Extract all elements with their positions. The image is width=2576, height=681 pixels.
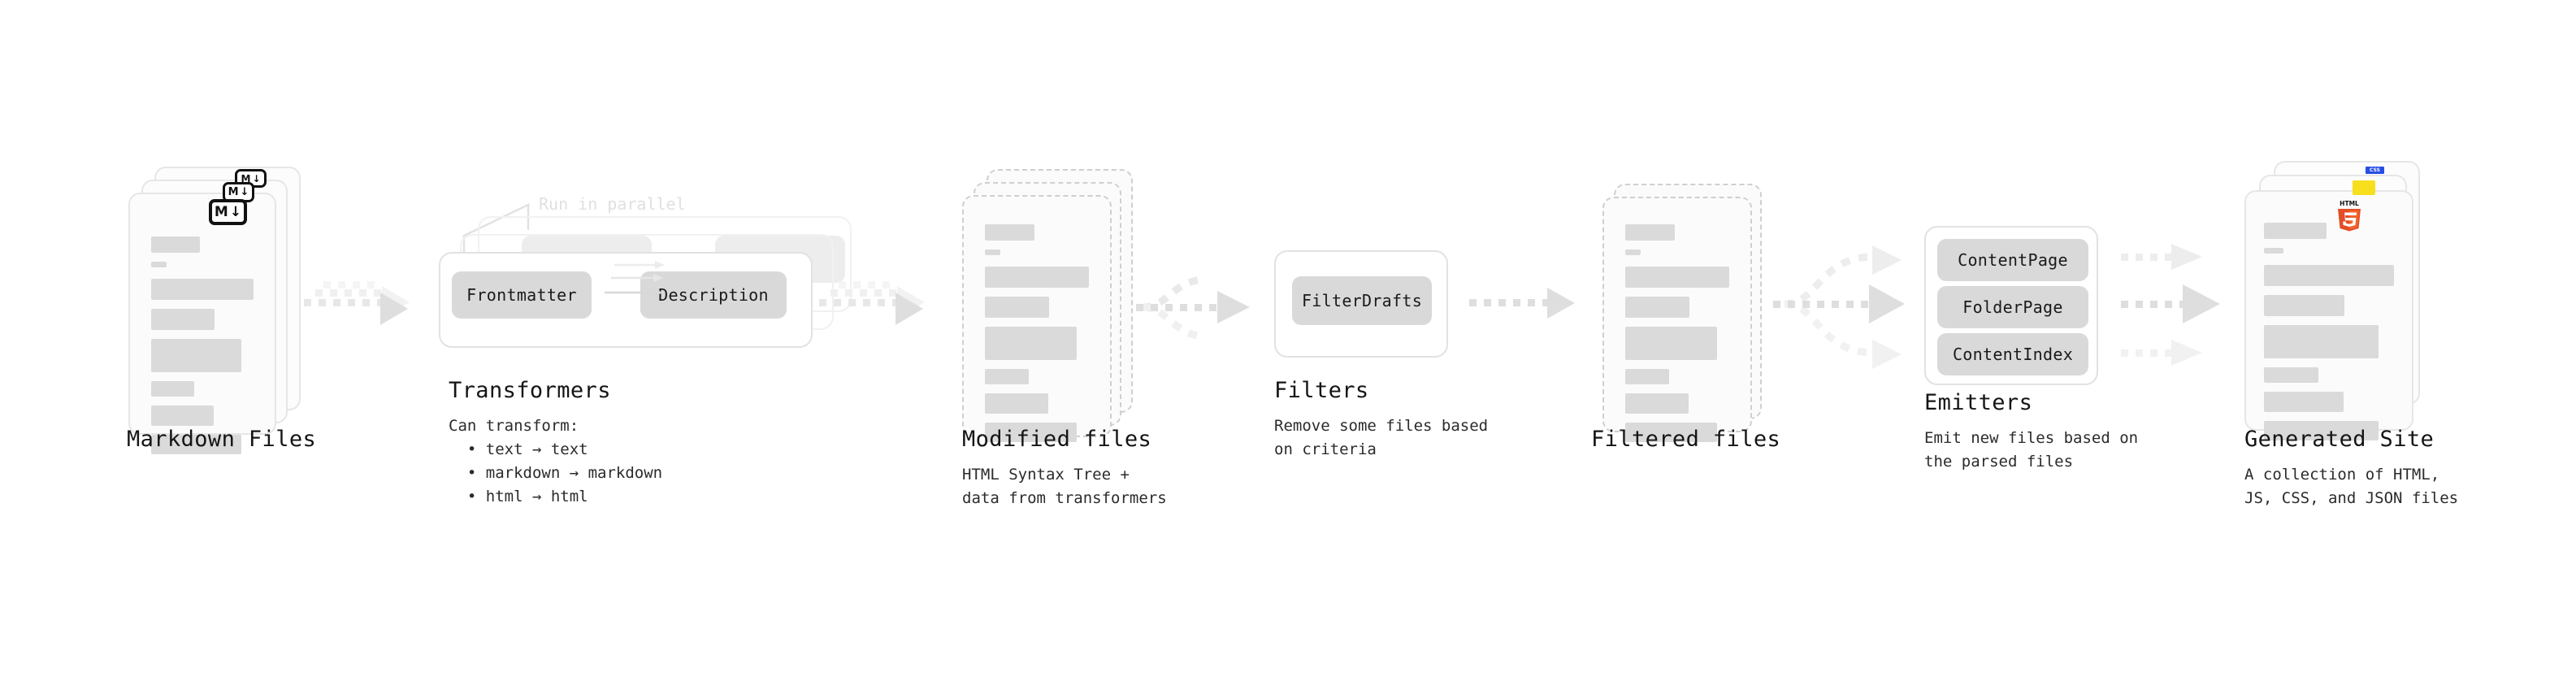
skeleton-bar xyxy=(151,381,194,397)
generated-site-caption: Generated Site xyxy=(2244,427,2435,452)
arrow-emitters-to-site xyxy=(2121,244,2220,366)
filters-description: Remove some files based on criteria xyxy=(1274,417,1489,458)
svg-text:HTML: HTML xyxy=(2340,200,2359,207)
skeleton-bar xyxy=(2264,325,2379,358)
skeleton-bar xyxy=(151,236,201,253)
skeleton-bar xyxy=(985,327,1077,360)
skeleton-bar xyxy=(1625,393,1689,414)
emitter-pill-contentindex[interactable]: ContentIndex xyxy=(1937,333,2088,375)
skeleton-bar xyxy=(151,406,214,426)
filter-pill-filterdrafts[interactable]: FilterDrafts xyxy=(1292,276,1432,325)
generated-site-description: A collection of HTML, JS, CSS, and JSON … xyxy=(2244,466,2459,507)
markdown-files-stack: M↓ M↓ M↓ xyxy=(128,167,303,454)
modified-files-description: HTML Syntax Tree + data from transformer… xyxy=(962,466,1167,507)
site-card-front xyxy=(2244,190,2413,440)
skeleton-bar xyxy=(2264,421,2379,440)
skeleton-bar xyxy=(985,369,1029,384)
markdown-badge-letter: M xyxy=(241,172,251,184)
skeleton-bar xyxy=(2264,295,2345,316)
skeleton-bar xyxy=(985,297,1050,318)
skeleton-bar xyxy=(2264,223,2327,239)
emitter-pill-folderpage[interactable]: FolderPage xyxy=(1937,286,2088,328)
skeleton-bar xyxy=(985,393,1049,414)
skeleton-bar xyxy=(151,279,254,300)
transformer-pill-frontmatter[interactable]: Frontmatter xyxy=(452,271,592,319)
filtered-files-caption: Filtered files xyxy=(1591,427,1781,452)
skeleton-bar xyxy=(1625,327,1717,360)
markdown-badge: M↓ xyxy=(209,199,247,225)
transformers-caption: Transformers xyxy=(449,378,611,403)
arrow-filtered-to-emitters xyxy=(1773,245,1905,369)
css-badge: CSS xyxy=(2366,167,2384,174)
markdown-badge-letter: M xyxy=(214,203,228,220)
modified-files-caption: Modified files xyxy=(962,427,1152,452)
arrow-transformers-to-modified xyxy=(819,281,925,325)
modified-card-front xyxy=(962,195,1112,442)
skeleton-bar xyxy=(2264,367,2319,383)
skeleton-bar xyxy=(985,224,1035,241)
skeleton-bar xyxy=(1625,267,1729,288)
emitters-caption: Emitters xyxy=(1924,390,2033,415)
modified-files-stack xyxy=(962,169,1137,442)
filtered-card-front xyxy=(1602,197,1752,442)
arrow-modified-to-filters xyxy=(1136,275,1250,340)
emitters-group: ContentPage FolderPage ContentIndex xyxy=(1924,226,2098,385)
arrow-filters-to-filtered xyxy=(1469,288,1575,319)
generated-site-stack: CSS HTML xyxy=(2244,161,2431,440)
markdown-badge-arrow: ↓ xyxy=(229,203,242,220)
emitters-description: Emit new files based on the parsed files xyxy=(1924,429,2139,471)
skeleton-bar xyxy=(151,262,167,267)
skeleton-bar xyxy=(1625,224,1676,241)
skeleton-bar xyxy=(151,309,215,330)
skeleton-bar xyxy=(2264,248,2283,254)
css-badge-label: CSS xyxy=(2370,167,2380,173)
html5-badge: HTML xyxy=(2338,200,2361,232)
skeleton-bar xyxy=(1625,249,1641,255)
markdown-card-front xyxy=(128,193,276,454)
skeleton-bar xyxy=(151,435,241,454)
markdown-files-caption: Markdown Files xyxy=(127,427,317,452)
markdown-badge-letter: M xyxy=(228,186,239,198)
emitter-pill-contentpage[interactable]: ContentPage xyxy=(1937,239,2088,281)
transformer-pill-description[interactable]: Description xyxy=(640,271,787,319)
filtered-files-stack xyxy=(1602,184,1777,444)
skeleton-bar xyxy=(1625,423,1717,442)
transformers-description: Can transform: • text → text • markdown … xyxy=(449,417,663,505)
skeleton-bar xyxy=(2264,265,2394,286)
run-in-parallel-label: Run in parallel xyxy=(539,194,686,214)
skeleton-bar xyxy=(1625,297,1690,318)
skeleton-bar xyxy=(985,267,1089,288)
markdown-badge-arrow: ↓ xyxy=(252,172,261,184)
markdown-badge-back-1: M↓ xyxy=(223,182,254,202)
transformer-inner-arrows xyxy=(605,261,665,297)
filters-caption: Filters xyxy=(1274,378,1369,403)
skeleton-bar xyxy=(1625,369,1669,384)
filters-group: FilterDrafts xyxy=(1274,250,1448,358)
skeleton-bar xyxy=(151,339,241,372)
transformers-group: Frontmatter Description xyxy=(439,252,813,348)
skeleton-bar xyxy=(985,423,1077,442)
skeleton-bar xyxy=(985,249,1001,255)
markdown-badge-arrow: ↓ xyxy=(240,186,249,198)
js-badge xyxy=(2353,180,2375,195)
skeleton-bar xyxy=(2264,392,2344,412)
arrow-markdown-to-transformers xyxy=(304,281,410,325)
